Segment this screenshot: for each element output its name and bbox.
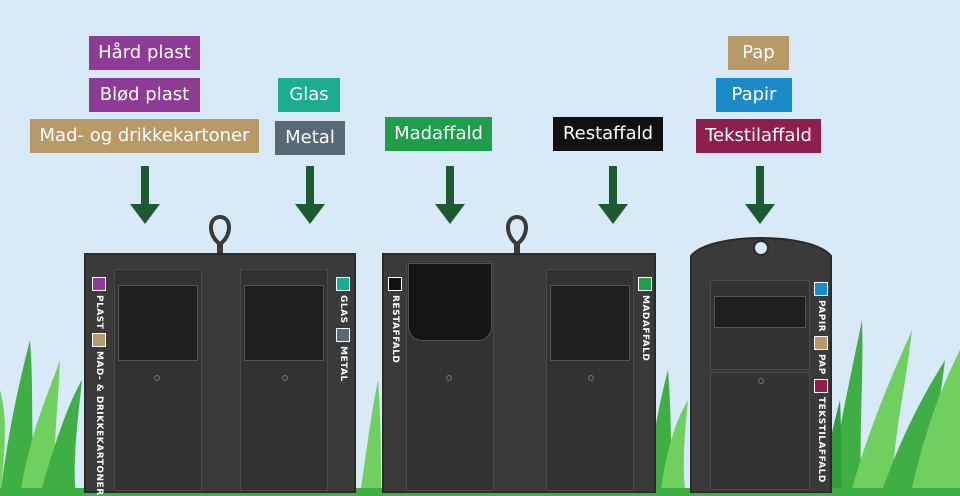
container-pap-papir-tekstil: PAPIR PAP TEKSTILAFFALD (690, 262, 832, 493)
window-slot (714, 296, 806, 328)
label-papir: Papir (716, 78, 792, 112)
bin-label-glas: GLAS METAL (336, 277, 350, 381)
paper-icon (814, 282, 828, 296)
box-icon (814, 336, 828, 351)
window-left (408, 263, 492, 341)
container-plast-glas: PLAST MAD- & DRIKKEKARTONER GLAS METAL (84, 253, 356, 496)
bin-label-plast: PLAST MAD- & DRIKKEKARTONER (92, 277, 106, 496)
plast-icon (92, 277, 106, 291)
label-mad-drikkekartoner: Mad- og drikkekartoner (30, 119, 259, 153)
bin-label-papir: PAPIR PAP TEKSTILAFFALD (814, 282, 828, 483)
keyhole (446, 375, 452, 381)
bin-label-text: GLAS (338, 295, 348, 324)
bin-label-text: MADAFFALD (640, 295, 650, 362)
window-left (118, 285, 198, 361)
bottle-icon (336, 277, 350, 291)
keyhole (154, 375, 160, 381)
shirt-icon (814, 378, 828, 393)
arrow-down-icon (745, 166, 775, 224)
label-pap: Pap (728, 36, 789, 70)
label-glas: Glas (278, 78, 340, 112)
can-icon (336, 327, 350, 342)
label-metal: Metal (275, 121, 345, 155)
arrow-down-icon (598, 166, 628, 224)
arrow-down-icon (435, 166, 465, 224)
lifting-hook-icon (506, 214, 528, 256)
label-madaffald: Madaffald (385, 117, 492, 151)
keyhole (588, 375, 594, 381)
keyhole (758, 378, 764, 384)
apple-icon (638, 277, 652, 291)
container-rest-madaffald: RESTAFFALD MADAFFALD (382, 253, 656, 493)
arrow-down-icon (130, 166, 160, 224)
keyhole (282, 375, 288, 381)
bin-label-text: METAL (338, 345, 348, 382)
container-top-arch (690, 237, 832, 266)
label-restaffald: Restaffald (553, 117, 663, 151)
bin-label-restaffald: RESTAFFALD (388, 277, 402, 363)
bin-label-text: MAD- & DRIKKEKARTONER (94, 351, 104, 496)
carton-icon (92, 333, 106, 348)
bin-label-text: TEKSTILAFFALD (816, 396, 826, 483)
window-right (550, 285, 630, 361)
bin-label-text: PLAST (94, 295, 104, 330)
label-tekstilaffald: Tekstilaffald (696, 119, 821, 153)
label-blod-plast: Blød plast (89, 78, 200, 112)
window-right (244, 285, 324, 361)
door-lower (710, 372, 810, 490)
bin-label-madaffald: MADAFFALD (638, 277, 652, 361)
lifting-hook-icon (209, 214, 231, 256)
bin-label-text: PAP (816, 354, 826, 375)
arrow-down-icon (295, 166, 325, 224)
bin-label-text: PAPIR (816, 300, 826, 333)
label-hard-plast: Hård plast (89, 36, 200, 70)
bag-icon (388, 277, 402, 291)
bin-label-text: RESTAFFALD (390, 295, 400, 364)
